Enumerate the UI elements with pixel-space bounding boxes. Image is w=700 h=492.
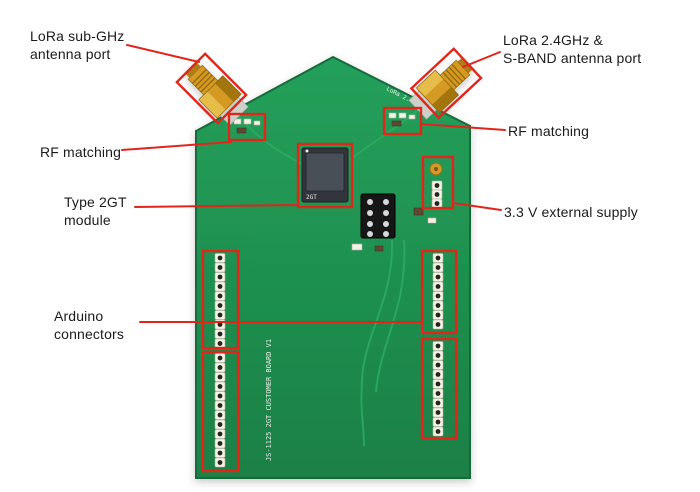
- pin-pad: [214, 457, 226, 468]
- label-line: RF matching: [508, 123, 590, 139]
- sma-connector-subghz: [185, 62, 249, 126]
- pin-pad: [431, 180, 443, 191]
- label-rf-matching-right: RF matching: [508, 122, 589, 140]
- silkscreen-board-name: JS-1125 2GT CUSTOMER BOARD V1: [265, 339, 273, 461]
- pin-pad: [214, 300, 226, 311]
- label-type-2gt-module: Type 2GT module: [64, 193, 127, 229]
- pin-pad: [214, 272, 226, 282]
- pin-pad: [432, 262, 444, 273]
- pin-pad: [432, 300, 444, 311]
- pin-pad: [214, 438, 226, 449]
- callout-line-rf-matching-right: [420, 123, 506, 131]
- label-line: LoRa 2.4GHz &: [503, 32, 603, 48]
- highlight-box-arduino-right-top: [420, 249, 458, 335]
- pin-pad: [214, 419, 226, 430]
- callout-line-lora-24ghz: [462, 51, 501, 68]
- label-line: LoRa sub-GHz: [30, 28, 125, 44]
- pin-pad: [432, 426, 444, 437]
- pin-pad: [432, 417, 444, 427]
- pin-pad: [432, 319, 444, 330]
- connector-end-cap: [185, 62, 201, 78]
- pin-pad: [214, 429, 226, 439]
- highlight-box-sma-left: [175, 52, 248, 125]
- label-lora-24ghz-antenna-port: LoRa 2.4GHz & S-BAND antenna port: [503, 31, 641, 67]
- callout-line-lora-subghz: [126, 44, 200, 63]
- pin-pad: [432, 310, 444, 320]
- module-marking-text: 2GT: [306, 194, 317, 201]
- rf-matching-left-components: [233, 118, 261, 134]
- label-arduino-connectors: Arduino connectors: [54, 307, 124, 343]
- pin-pad: [432, 350, 444, 361]
- label-line: 3.3 V external supply: [504, 204, 638, 220]
- label-line: Type 2GT: [64, 194, 127, 210]
- misc-smd-components: [351, 207, 437, 252]
- label-line: antenna port: [30, 46, 111, 62]
- connector-nut: [198, 91, 226, 119]
- pin-pad: [432, 272, 444, 282]
- pin-pad: [214, 291, 226, 301]
- pin-pad: [214, 262, 226, 273]
- pcb-board: JS-1125 2GT CUSTOMER BOARD V1 LoRa 2.4G …: [185, 55, 473, 479]
- pin-pad: [431, 189, 443, 200]
- highlight-box-arduino-right-bottom: [420, 337, 458, 440]
- pin-pad: [214, 353, 226, 363]
- pin-pad: [214, 381, 226, 392]
- label-rf-matching-left: RF matching: [40, 143, 121, 161]
- pin-pad: [214, 448, 226, 458]
- label-line: module: [64, 212, 111, 228]
- highlight-box-external-supply: [421, 155, 455, 210]
- rf-matching-right-components: [388, 112, 416, 127]
- label-line: Arduino: [54, 308, 104, 324]
- pin-pad: [214, 338, 226, 349]
- external-supply-components: [429, 162, 443, 176]
- pin-pad: [214, 372, 226, 382]
- pin-pad: [214, 400, 226, 411]
- pin-pad: [432, 291, 444, 301]
- pin-pad: [432, 281, 444, 292]
- pin-pad: [432, 398, 444, 408]
- highlight-box-rf-matching-right: [382, 106, 423, 136]
- highlight-box-arduino-left-bottom: [201, 350, 240, 473]
- annotation-overlay: [121, 44, 506, 473]
- module-shield: [305, 152, 345, 192]
- pin-pad: [432, 388, 444, 399]
- highlight-box-type-2gt-module: [296, 142, 354, 209]
- pcb-outline: [195, 55, 471, 479]
- pin-pad: [432, 341, 444, 351]
- pin-pad: [432, 379, 444, 389]
- callout-line-type-2gt-module: [134, 204, 299, 208]
- pin-pad: [214, 329, 226, 339]
- pin-pad: [432, 407, 444, 418]
- pin-pad: [432, 360, 444, 370]
- debug-pin-header: [360, 193, 396, 239]
- highlight-box-sma-right: [409, 47, 483, 120]
- pin-pad: [214, 391, 226, 401]
- pin-pad: [431, 198, 443, 209]
- connector-thread-barrel: [187, 64, 219, 96]
- module-pin1-dot: [305, 149, 309, 153]
- pin-pad: [432, 369, 444, 380]
- callout-line-external-supply: [452, 202, 502, 211]
- pin-pad: [214, 410, 226, 420]
- pin-pad: [214, 281, 226, 292]
- label-lora-subghz-antenna-port: LoRa sub-GHz antenna port: [30, 27, 124, 63]
- pin-pad: [214, 362, 226, 373]
- callout-line-rf-matching-left: [121, 141, 232, 151]
- pin-pad: [214, 310, 226, 320]
- label-line: S-BAND antenna port: [503, 50, 642, 66]
- pin-pad: [432, 253, 444, 263]
- connector-nut: [416, 70, 444, 97]
- label-external-supply: 3.3 V external supply: [504, 203, 638, 221]
- pin-pad: [214, 253, 226, 263]
- type-2gt-module: 2GT: [301, 147, 349, 203]
- label-line: connectors: [54, 326, 124, 342]
- label-line: RF matching: [40, 144, 122, 160]
- highlight-box-rf-matching-left: [227, 112, 267, 142]
- highlight-box-arduino-left-top: [201, 249, 240, 350]
